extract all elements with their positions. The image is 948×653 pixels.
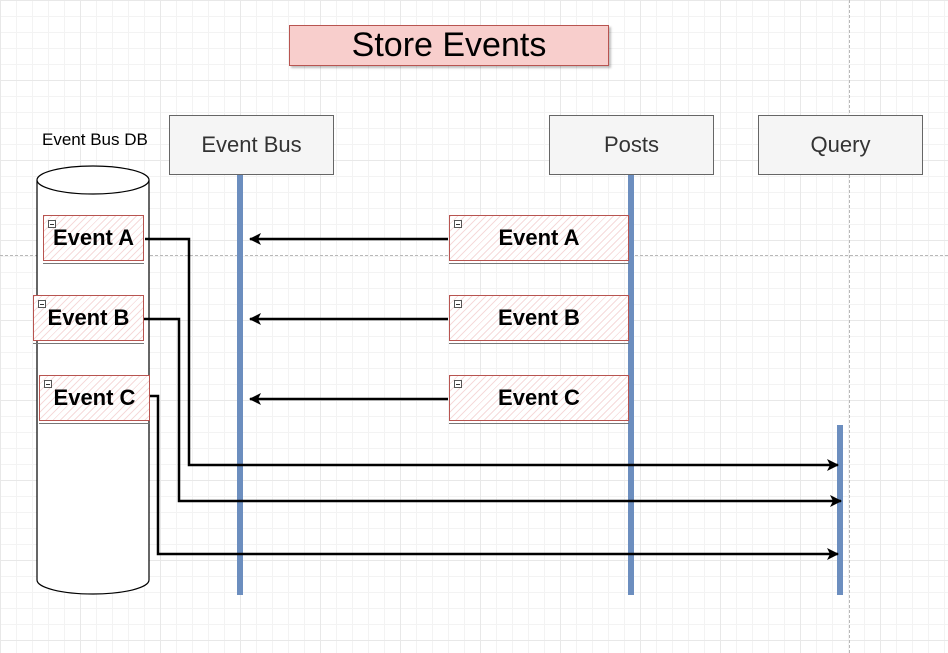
participant-query[interactable]: Query	[758, 115, 923, 175]
db-event-a[interactable]: Event A	[43, 215, 144, 264]
posts-event-a[interactable]: Event A	[449, 215, 629, 264]
collapse-icon[interactable]	[454, 220, 462, 228]
participant-event-bus-label: Event Bus	[201, 132, 302, 157]
db-event-c-label: Event C	[53, 385, 136, 410]
collapse-icon[interactable]	[454, 380, 462, 388]
message-arrow-event-b-to-query[interactable]	[144, 317, 842, 507]
participant-query-label: Query	[810, 132, 871, 157]
posts-event-a-label: Event A	[498, 225, 580, 250]
collapse-icon[interactable]	[38, 300, 46, 308]
db-event-b-label: Event B	[47, 305, 130, 330]
posts-event-c[interactable]: Event C	[449, 375, 629, 424]
posts-event-c-label: Event C	[498, 385, 580, 410]
db-event-c[interactable]: Event C	[39, 375, 150, 424]
participant-event-bus[interactable]: Event Bus	[169, 115, 334, 175]
posts-event-b[interactable]: Event B	[449, 295, 629, 344]
db-event-a-label: Event A	[52, 225, 135, 250]
page-guide-vertical	[849, 0, 850, 653]
participant-posts[interactable]: Posts	[549, 115, 714, 175]
collapse-icon[interactable]	[48, 220, 56, 228]
event-bus-db-label: Event Bus DB	[42, 130, 148, 149]
diagram-title[interactable]: Store Events	[289, 25, 609, 66]
collapse-icon[interactable]	[44, 380, 52, 388]
message-arrow-event-a-to-query[interactable]	[145, 237, 839, 471]
posts-event-b-label: Event B	[498, 305, 580, 330]
participant-posts-label: Posts	[603, 132, 660, 157]
db-event-b[interactable]: Event B	[33, 295, 144, 344]
collapse-icon[interactable]	[454, 300, 462, 308]
message-arrow-event-c-to-query[interactable]	[150, 394, 839, 560]
